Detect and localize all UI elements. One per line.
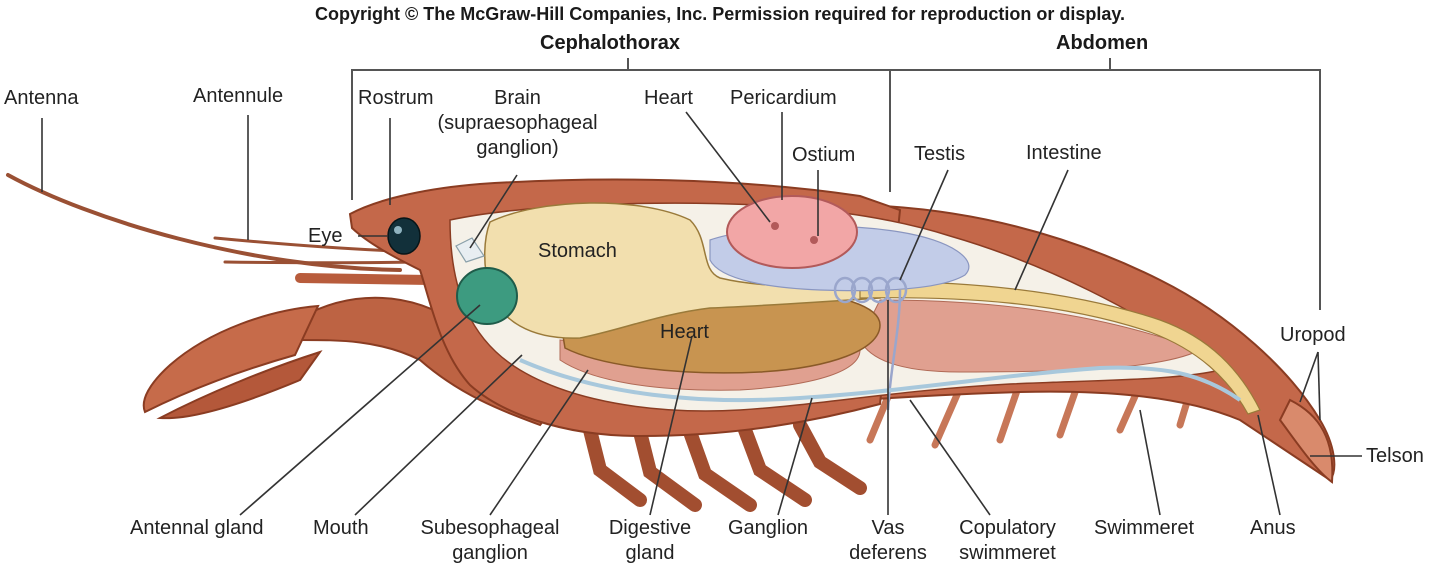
label-heart-inner: Heart <box>660 321 709 343</box>
label-heart-top: Heart <box>644 87 693 109</box>
antennal-gland-shape <box>456 267 518 325</box>
label-pericardium: Pericardium <box>730 87 837 109</box>
label-digestive-line1: Digestive <box>608 517 692 539</box>
brain-shape <box>455 237 485 263</box>
ostium-opening <box>771 222 779 230</box>
label-vas-line2: deferens <box>849 542 927 564</box>
bracket-cephalothorax <box>351 69 891 200</box>
label-mouth: Mouth <box>313 517 369 539</box>
section-title-cephalothorax: Cephalothorax <box>540 32 681 54</box>
label-brain-line3: ganglion) <box>476 137 559 159</box>
leader-brain <box>469 174 518 249</box>
label-copulatory-line1: Copulatory <box>959 517 1056 539</box>
leader-swimmeret <box>1139 409 1161 516</box>
label-antennal-gland: Antennal gland <box>130 517 264 539</box>
section-brackets <box>351 58 1321 310</box>
eye-highlight <box>394 226 402 234</box>
walking-leg <box>793 418 867 495</box>
label-ganglion: Ganglion <box>728 517 809 539</box>
walking-leg <box>683 425 757 512</box>
label-eye: Eye <box>308 225 343 247</box>
label-uropod: Uropod <box>1280 324 1346 346</box>
label-subesophageal: Subesophageal ganglion <box>400 516 580 566</box>
leader-digestive <box>649 335 693 516</box>
label-testis: Testis <box>914 143 966 165</box>
antennule-flagellum-lower <box>223 260 422 265</box>
label-antennule: Antennule <box>193 85 284 107</box>
leader-uropod-2 <box>1317 351 1321 421</box>
bracket-abdomen <box>890 69 1321 310</box>
section-title-abdomen: Abdomen <box>1056 32 1149 54</box>
label-telson: Telson <box>1366 445 1424 467</box>
muscle-band <box>859 299 1202 373</box>
antenna-base <box>295 273 435 285</box>
ostium-opening <box>810 236 818 244</box>
label-rostrum: Rostrum <box>358 87 434 109</box>
leader-uropod-1 <box>1299 351 1319 403</box>
label-stomach: Stomach <box>538 240 617 262</box>
walking-leg <box>583 423 647 507</box>
leader-copulatory <box>909 399 991 516</box>
ventral-nerve-cord <box>519 358 1242 403</box>
heart-shape <box>726 195 858 269</box>
claw-upper-finger <box>142 304 320 414</box>
leader-ganglion <box>777 397 813 516</box>
claw-lower-finger <box>156 350 323 420</box>
leader-mouth <box>354 354 523 516</box>
leader-antennal-gland <box>239 304 481 516</box>
label-brain-line1: Brain <box>494 87 541 109</box>
swimmeret-leg <box>931 384 964 449</box>
label-digestive-line2: gland <box>625 542 675 564</box>
copyright-notice: Copyright © The McGraw-Hill Companies, I… <box>314 4 1126 24</box>
label-brain-line2: (supraesophageal <box>437 112 598 134</box>
telson-shape <box>1278 398 1334 484</box>
label-intestine: Intestine <box>1026 142 1102 164</box>
label-subesophageal-line1: Subesophageal <box>420 517 560 539</box>
label-brain: Brain (supraesophageal ganglion) <box>420 86 615 161</box>
testis-coils <box>833 276 908 304</box>
label-anus: Anus <box>1250 517 1296 539</box>
walking-legs <box>583 418 867 512</box>
leader-subesophageal <box>489 369 589 516</box>
vas-deferens-tube <box>886 289 902 411</box>
antenna-flagellum <box>6 173 402 272</box>
walking-leg <box>738 423 812 507</box>
label-antenna: Antenna <box>4 87 79 109</box>
leader-anus <box>1257 414 1281 516</box>
label-copulatory-swimmeret: Copulatory swimmeret <box>940 516 1075 566</box>
label-vas-deferens: Vas deferens <box>843 516 933 566</box>
swimmeret-leg <box>866 388 894 444</box>
eye-shape <box>387 217 421 255</box>
walking-leg <box>633 425 702 512</box>
label-ostium: Ostium <box>792 144 856 166</box>
leader-heart <box>685 111 771 223</box>
label-digestive-gland: Digestive gland <box>595 516 705 566</box>
stomach-shape <box>483 202 881 339</box>
label-vas-line1: Vas <box>871 517 905 539</box>
leader-testis <box>899 169 949 281</box>
label-swimmeret: Swimmeret <box>1094 517 1195 539</box>
leader-intestine <box>1014 169 1069 291</box>
label-copulatory-line2: swimmeret <box>959 542 1056 564</box>
leader-lines <box>41 111 1362 516</box>
label-subesophageal-line2: ganglion <box>452 542 528 564</box>
